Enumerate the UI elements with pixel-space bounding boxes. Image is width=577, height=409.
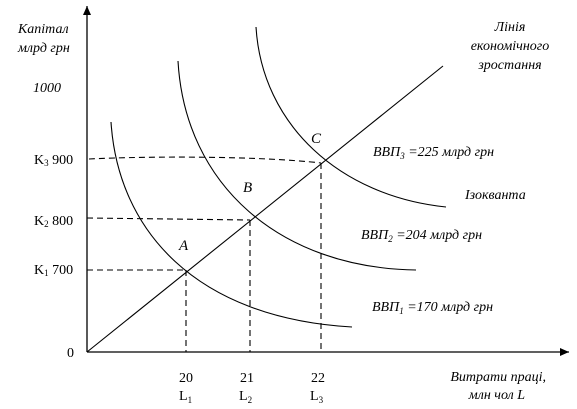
x-tick-l1: L1 bbox=[179, 389, 192, 405]
y-tick-1000: 1000 bbox=[33, 81, 61, 96]
x-tick-22: 22 bbox=[311, 371, 325, 386]
isoquant-2 bbox=[177, 60, 417, 271]
growth-line bbox=[86, 65, 444, 353]
growth-line-label-line3: зростання bbox=[477, 58, 541, 73]
growth-line-label-line2: економічного bbox=[471, 39, 550, 54]
x-tick-20: 20 bbox=[179, 371, 193, 386]
growth-line-label-line1: Лінія bbox=[494, 20, 526, 35]
y-tick-k1: K1 700 bbox=[34, 263, 73, 278]
y-tick-k2: K2 800 bbox=[34, 214, 73, 229]
point-b-label: B bbox=[243, 180, 252, 196]
point-c-label: C bbox=[311, 131, 322, 147]
k3-projection-line bbox=[88, 156, 322, 164]
x-axis-title-line2: млн чол L bbox=[468, 388, 525, 403]
y-tick-k3: K3 900 bbox=[34, 153, 73, 168]
point-a-label: A bbox=[178, 238, 189, 254]
gdp3-label: ВВП3 =225 млрд грн bbox=[373, 145, 494, 161]
gdp1-label: ВВП1 =170 млрд грн bbox=[372, 300, 493, 316]
k2-projection-line bbox=[86, 217, 251, 221]
y-axis-title-line2: млрд грн bbox=[17, 41, 70, 56]
x-tick-l2: L2 bbox=[239, 389, 252, 405]
isoquant-1 bbox=[110, 121, 353, 328]
x-tick-l3: L3 bbox=[310, 389, 324, 405]
x-axis-title-line1: Витрати праці, bbox=[450, 370, 546, 385]
origin-label: 0 bbox=[67, 346, 74, 361]
gdp2-label: ВВП2 =204 млрд грн bbox=[361, 228, 482, 244]
y-axis-title-line1: Капітал bbox=[17, 22, 69, 37]
isoquant-label: Ізокванта bbox=[464, 188, 526, 203]
isoquant-3 bbox=[255, 26, 447, 208]
x-tick-21: 21 bbox=[240, 371, 254, 386]
